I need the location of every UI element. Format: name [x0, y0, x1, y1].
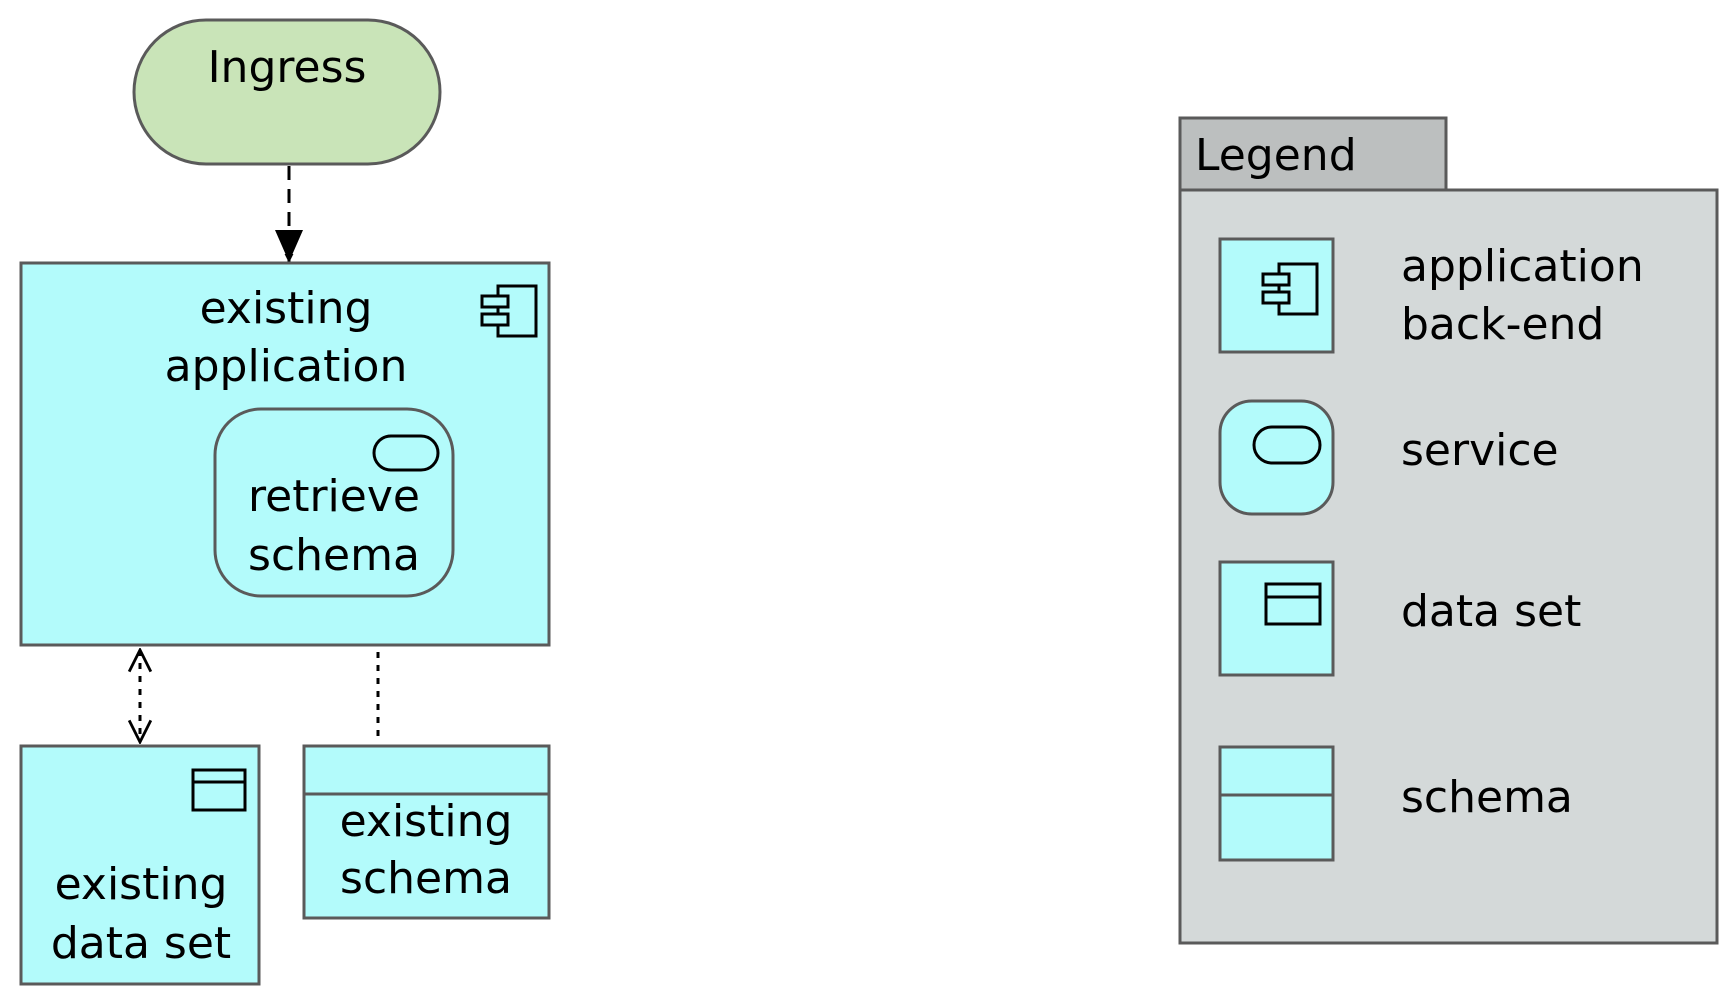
legend-title: Legend [1195, 130, 1357, 181]
existing-data-set-label-line2: data set [51, 918, 231, 969]
service-icon [372, 434, 440, 472]
existing-schema-label-line1: existing [340, 796, 513, 847]
legend-item-data-set: data set [1218, 560, 1581, 677]
legend-item-label-line2: back-end [1401, 299, 1604, 350]
retrieve-schema-label-line2: schema [248, 530, 420, 581]
legend-item-schema: schema [1218, 745, 1573, 862]
data-set-icon [191, 768, 247, 812]
data-set-icon [1264, 582, 1322, 626]
edge-arrowhead [275, 230, 303, 262]
legend-item-label: data set [1401, 586, 1581, 637]
legend-item-label: service [1401, 425, 1559, 476]
legend-item-label: schema [1401, 772, 1573, 823]
legend-item-application-back-end: application back-end [1218, 237, 1644, 354]
legend-tab [1178, 116, 1448, 192]
existing-application-label-line2: application [165, 341, 408, 392]
existing-schema-node[interactable]: existing schema [302, 744, 551, 920]
ingress-label: Ingress [208, 42, 367, 93]
existing-data-set-node[interactable]: existing data set [19, 744, 261, 986]
retrieve-schema-node[interactable]: retrieve schema [213, 407, 455, 598]
legend-item-label-line1: application [1401, 241, 1644, 292]
component-icon [480, 284, 538, 338]
existing-application-label-line1: existing [200, 283, 373, 334]
legend-item-service: service [1218, 399, 1559, 516]
component-icon [1261, 262, 1319, 316]
existing-data-set-label-line1: existing [55, 859, 228, 910]
service-icon [1252, 425, 1322, 465]
legend: Legend application back-end service [1178, 116, 1719, 945]
ingress-node[interactable]: Ingress [132, 18, 442, 166]
existing-schema-label-line2: schema [340, 853, 512, 904]
retrieve-schema-label-line1: retrieve [248, 471, 420, 522]
